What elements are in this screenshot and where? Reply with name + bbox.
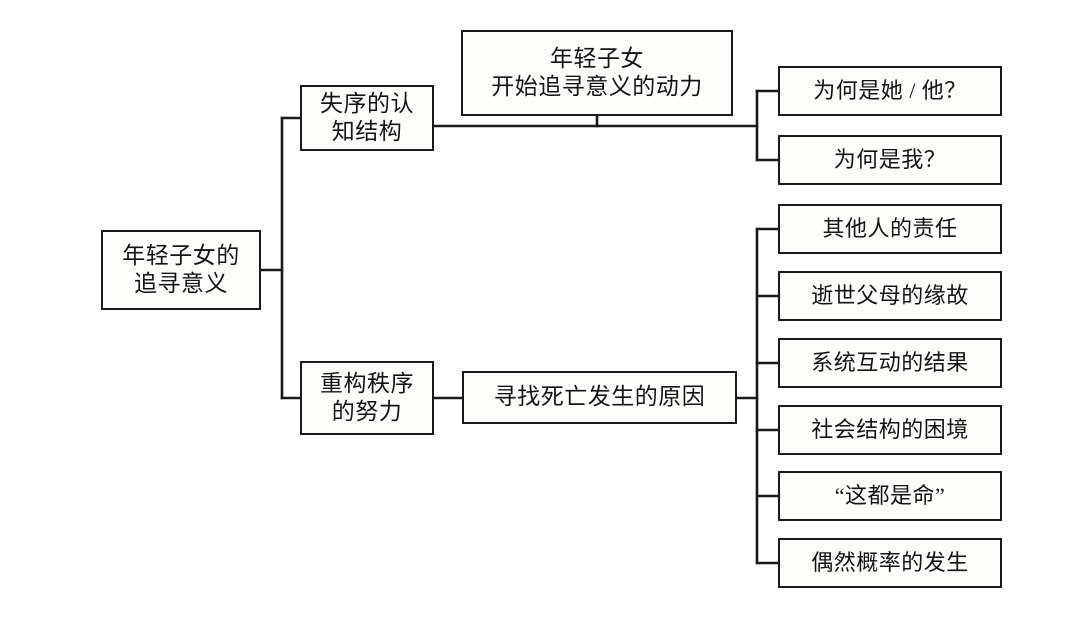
node-leaf-deceased-parents-label: 逝世父母的缘故: [811, 282, 969, 308]
node-leaf-question-me[interactable]: 为何是我？: [778, 135, 1002, 185]
node-leaf-its-fate-label: “这都是命”: [834, 482, 946, 508]
node-leaf-random-chance-label: 偶然概率的发生: [811, 549, 969, 575]
node-leaf-deceased-parents[interactable]: 逝世父母的缘故: [778, 271, 1002, 321]
node-leaf-social-structure-label: 社会结构的困境: [811, 416, 969, 442]
node-leaf-system-interaction[interactable]: 系统互动的结果: [778, 338, 1002, 388]
node-leaf-its-fate[interactable]: “这都是命”: [778, 471, 1002, 521]
node-root-line2: 追寻意义: [134, 271, 228, 296]
node-cause-of-death[interactable]: 寻找死亡发生的原因: [462, 371, 737, 424]
node-motivation-line2: 开始追寻意义的动力: [491, 74, 703, 99]
node-leaf-question-her-him-label: 为何是她 / 他？: [813, 77, 967, 103]
node-branch-cognitive[interactable]: 失序的认 知结构: [300, 85, 434, 151]
node-leaf-random-chance[interactable]: 偶然概率的发生: [778, 538, 1002, 588]
node-root[interactable]: 年轻子女的 追寻意义: [101, 230, 261, 310]
node-leaf-question-her-him[interactable]: 为何是她 / 他？: [778, 66, 1002, 116]
node-root-line1: 年轻子女的: [122, 242, 240, 268]
node-leaf-others-responsibility[interactable]: 其他人的责任: [778, 204, 1002, 254]
node-leaf-others-responsibility-label: 其他人的责任: [822, 215, 958, 241]
node-cause-of-death-label: 寻找死亡发生的原因: [493, 384, 706, 410]
node-branch-cognitive-line1: 失序的认: [320, 90, 414, 116]
node-branch-reorder-line1: 重构秩序: [320, 370, 414, 396]
node-leaf-question-me-label: 为何是我？: [833, 146, 947, 172]
node-branch-reorder-line2: 的努力: [331, 399, 403, 424]
node-branch-cognitive-line2: 知结构: [331, 119, 403, 144]
node-motivation-line1: 年轻子女: [550, 45, 644, 71]
node-leaf-social-structure[interactable]: 社会结构的困境: [778, 405, 1002, 455]
node-leaf-system-interaction-label: 系统互动的结果: [811, 349, 969, 375]
node-branch-reorder[interactable]: 重构秩序 的努力: [300, 361, 434, 435]
node-motivation[interactable]: 年轻子女 开始追寻意义的动力: [461, 30, 733, 116]
